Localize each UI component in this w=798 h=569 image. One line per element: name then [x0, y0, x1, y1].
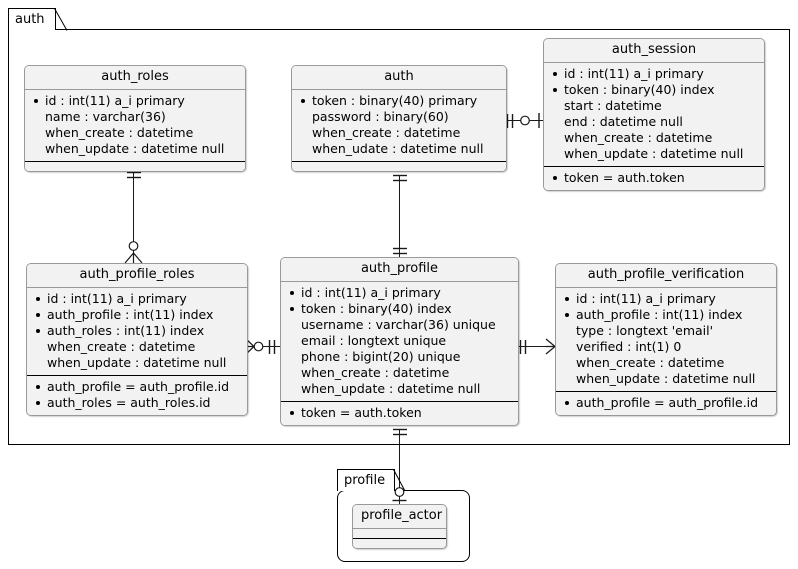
connector-auth-to-auth-profile	[399, 176, 400, 257]
column-row: when_create : datetime	[47, 339, 196, 355]
column-row: id : int(11) a_i primary	[288, 285, 511, 301]
column-row: when_create : datetime	[301, 365, 450, 381]
column-row: when_create : datetime	[564, 130, 713, 146]
entity-auth-profile-title: auth_profile	[281, 258, 518, 283]
connector-auth-roles-to-auth-profile-roles	[133, 172, 134, 254]
entity-auth-roles[interactable]: auth_roles id : int(11) a_i primary name…	[24, 65, 246, 173]
column-row: username : varchar(36) unique	[301, 317, 496, 333]
relation-row: token = auth.token	[288, 405, 511, 421]
column-row: password : binary(60)	[312, 109, 449, 125]
column-row: phone : bigint(20) unique	[301, 349, 461, 365]
entity-auth-session-columns: id : int(11) a_i primary token : binary(…	[544, 63, 764, 168]
relation-row: auth_roles = auth_roles.id	[34, 395, 240, 411]
column-row: token : binary(40) primary	[299, 93, 499, 109]
entity-auth-relations	[292, 162, 506, 172]
entity-profile-actor-columns	[353, 529, 446, 540]
column-row: auth_profile : int(11) index	[563, 307, 769, 323]
entity-auth-session-relations: token = auth.token	[544, 167, 764, 191]
entity-auth[interactable]: auth token : binary(40) primary password…	[291, 65, 507, 173]
entity-profile-actor-title: profile_actor	[353, 505, 446, 530]
column-row: name : varchar(36)	[45, 109, 166, 125]
column-row: when_create : datetime	[45, 125, 194, 141]
column-row: end : datetime null	[564, 114, 683, 130]
package-auth-label: auth	[15, 12, 45, 27]
entity-auth-profile-verification-columns: id : int(11) a_i primary auth_profile : …	[556, 288, 776, 393]
entity-auth-session-title: auth_session	[544, 39, 764, 64]
entity-auth-columns: token : binary(40) primary password : bi…	[292, 90, 506, 163]
entity-auth-roles-columns: id : int(11) a_i primary name : varchar(…	[25, 90, 245, 163]
column-row: email : longtext unique	[301, 333, 447, 349]
connector-auth-profile-to-verification	[519, 346, 555, 347]
package-profile-tab: profile	[337, 469, 395, 491]
entity-auth-session[interactable]: auth_session id : int(11) a_i primary to…	[543, 38, 765, 192]
column-row: start : datetime	[564, 98, 662, 114]
column-row: when_update : datetime null	[576, 371, 756, 387]
column-row: when_update : datetime null	[47, 355, 227, 371]
connector-auth-profile-roles-to-auth-profile	[248, 346, 280, 347]
column-row: type : longtext 'email'	[576, 323, 714, 339]
entity-auth-roles-title: auth_roles	[25, 66, 245, 91]
entity-auth-profile-roles-title: auth_profile_roles	[27, 264, 247, 289]
entity-profile-actor[interactable]: profile_actor	[352, 504, 447, 550]
package-auth-tab: auth	[8, 8, 56, 30]
relation-row: auth_profile = auth_profile.id	[563, 395, 769, 411]
entity-profile-actor-relations	[353, 539, 446, 549]
connector-auth-profile-to-profile-actor	[399, 430, 400, 511]
column-row: id : int(11) a_i primary	[551, 66, 757, 82]
entity-auth-profile-verification-relations: auth_profile = auth_profile.id	[556, 392, 776, 416]
entity-auth-profile-roles-relations: auth_profile = auth_profile.id auth_role…	[27, 376, 247, 416]
column-row: id : int(11) a_i primary	[32, 93, 238, 109]
package-profile-label: profile	[344, 473, 386, 488]
relation-row: token = auth.token	[551, 170, 757, 186]
entity-auth-profile-verification-title: auth_profile_verification	[556, 264, 776, 289]
column-row: auth_roles : int(11) index	[34, 323, 240, 339]
column-row: verified : int(1) 0	[576, 339, 682, 355]
column-row: when_create : datetime	[312, 125, 461, 141]
column-row: when_udate : datetime null	[312, 141, 484, 157]
column-row: when_update : datetime null	[564, 146, 744, 162]
column-row: id : int(11) a_i primary	[563, 291, 769, 307]
column-row: auth_profile : int(11) index	[34, 307, 240, 323]
entity-auth-title: auth	[292, 66, 506, 91]
column-row: when_create : datetime	[576, 355, 725, 371]
entity-auth-profile-roles[interactable]: auth_profile_roles id : int(11) a_i prim…	[26, 263, 248, 417]
relation-row: auth_profile = auth_profile.id	[34, 379, 240, 395]
entity-auth-profile-roles-columns: id : int(11) a_i primary auth_profile : …	[27, 288, 247, 377]
entity-auth-profile-relations: token = auth.token	[281, 402, 518, 426]
entity-auth-profile[interactable]: auth_profile id : int(11) a_i primary to…	[280, 257, 519, 427]
column-row: when_update : datetime null	[45, 141, 225, 157]
column-row: id : int(11) a_i primary	[34, 291, 240, 307]
column-row: token : binary(40) index	[288, 301, 511, 317]
connector-auth-to-auth-session	[507, 120, 543, 121]
entity-auth-profile-verification[interactable]: auth_profile_verification id : int(11) a…	[555, 263, 777, 417]
column-row: token : binary(40) index	[551, 82, 757, 98]
entity-auth-profile-columns: id : int(11) a_i primary token : binary(…	[281, 282, 518, 403]
column-row: when_update : datetime null	[301, 381, 481, 397]
entity-auth-roles-relations	[25, 162, 245, 172]
